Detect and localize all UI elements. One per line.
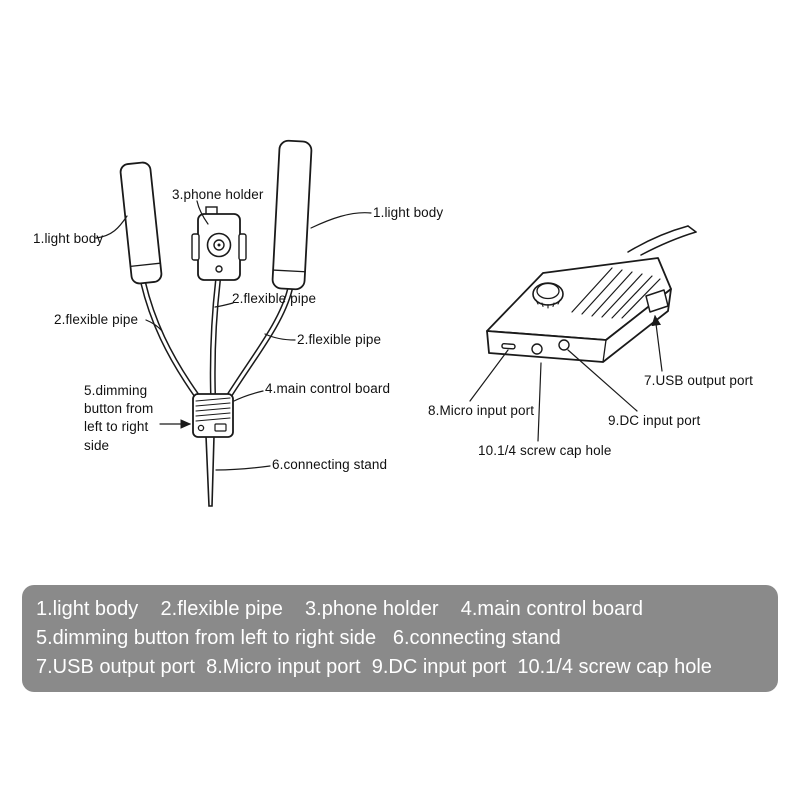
label-flexible-pipe-mid: 2.flexible pipe xyxy=(232,291,317,306)
leader-dc-port xyxy=(567,349,638,412)
control-box-illustration xyxy=(486,225,697,363)
label-screw-cap-hole: 10.1/4 screw cap hole xyxy=(478,443,612,458)
leader-micro-port xyxy=(469,349,509,402)
label-light-body-left: 1.light body xyxy=(33,231,104,246)
light-body-left-shape xyxy=(119,161,163,285)
label-phone-holder: 3.phone holder xyxy=(172,187,264,202)
light-body-right-shape xyxy=(271,139,313,291)
leader-flexible-pipe-left xyxy=(145,319,163,332)
leader-light-body-left xyxy=(95,215,128,239)
legend-line-1: 1.light body 2.flexible pipe 3.phone hol… xyxy=(36,598,644,620)
label-dimming-button: 5.dimming button from left to right side xyxy=(84,383,154,453)
leader-phone-holder xyxy=(196,200,209,225)
dimming-knob-shape xyxy=(532,282,564,309)
label-dc-input-port: 9.DC input port xyxy=(608,413,701,428)
main-control-board-shape xyxy=(192,393,234,438)
label-usb-output-port: 7.USB output port xyxy=(644,373,754,388)
connecting-stand-shape xyxy=(205,435,215,507)
leader-main-control-board xyxy=(233,390,264,402)
aux-port-shape xyxy=(531,343,543,355)
dimming-button-shape xyxy=(197,424,205,432)
legend-line-3: 7.USB output port 8.Micro input port 9.D… xyxy=(36,656,712,678)
label-light-body-right: 1.light body xyxy=(373,205,444,220)
dc-input-port-shape xyxy=(558,339,570,351)
label-micro-input-port: 8.Micro input port xyxy=(428,403,535,418)
leader-flexible-pipe-right xyxy=(264,333,296,341)
leader-usb-port xyxy=(651,314,663,372)
label-flexible-pipe-left: 2.flexible pipe xyxy=(54,312,139,327)
parts-legend: 1.light body 2.flexible pipe 3.phone hol… xyxy=(22,585,778,692)
phone-holder-shape xyxy=(191,206,247,281)
cables-shape xyxy=(627,225,697,256)
leader-connecting-stand xyxy=(215,465,271,471)
leader-light-body-right xyxy=(310,212,372,229)
front-ports-shape xyxy=(501,339,570,355)
label-main-control-board: 4.main control board xyxy=(265,381,391,396)
leader-lines xyxy=(95,200,663,471)
legend-line-2: 5.dimming button from left to right side… xyxy=(36,627,561,649)
flexible-pipes-shape xyxy=(140,277,293,399)
leader-screw-hole xyxy=(537,362,542,442)
vent-stripes-shape xyxy=(571,267,661,319)
micro-input-port-shape xyxy=(501,343,516,350)
label-connecting-stand: 6.connecting stand xyxy=(272,457,388,472)
usb-output-port-shape xyxy=(645,289,669,313)
leader-flexible-pipe-mid xyxy=(214,302,234,308)
label-flexible-pipe-right: 2.flexible pipe xyxy=(297,332,382,347)
ring-light-illustration xyxy=(119,139,313,507)
